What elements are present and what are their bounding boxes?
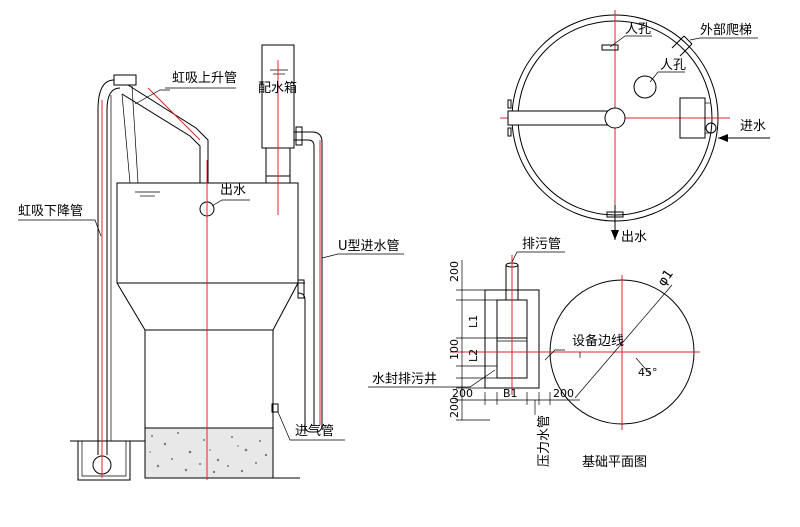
label-manhole-2: 人孔 [660,58,686,73]
dim-L2: L2 [467,349,480,362]
leader-manhole-1 [609,35,652,48]
dim-200-right: 200 [553,387,574,400]
svg-text:45°: 45° [638,366,658,379]
siphon-down-pipe [97,74,137,455]
elevation-view: 虹吸上升管 虹吸下降管 配水箱 出水 U型进水管 进气管 [18,44,404,481]
dim-200-top: 200 [448,261,461,282]
up-pipe-centerline [147,87,201,141]
horizontal-dimension [455,392,580,405]
siphon-pit [77,441,131,481]
label-outlet-top: 出水 [621,230,647,245]
leader-seal-well [368,369,496,388]
foundation-plan: 45° 200 L1 100 L2 [368,237,700,470]
u-inlet-pipe [294,126,323,433]
label-siphon-up: 虹吸上升管 [172,71,237,86]
dim-B1: B1 [503,387,518,400]
plan-ladder-ring [705,122,717,134]
label-equipment-edge: 设备边线 [572,333,624,349]
label-air-inlet: 进气管 [295,423,334,439]
siphon-up-pipe [121,84,209,184]
label-water-tank: 配水箱 [258,80,297,96]
plan-view: 人孔 人孔 外部爬梯 进水 出水 [500,10,770,245]
label-pressure-pipe: 压力水管 [537,415,552,467]
plan-top-manhole [601,44,619,51]
label-inlet: 进水 [740,119,766,134]
leader-equipment-edge [544,349,565,361]
label-siphon-down: 虹吸下降管 [18,204,83,219]
plan-outer-ladder [671,35,693,57]
dim-L1: L1 [467,315,480,328]
leader-sewage [511,251,565,263]
label-manhole-1: 人孔 [625,22,651,37]
vertical-dimension [456,260,497,421]
inlet-arrow [718,134,770,142]
label-seal-well: 水封排污井 [372,372,437,387]
label-foundation-plan: 基础平面图 [582,455,647,470]
label-u-inlet: U型进水管 [338,239,400,254]
leader-u-inlet [321,253,404,259]
diameter-line [574,284,673,399]
outlet-arrow [611,205,619,240]
leader-siphon-down [18,219,102,237]
leader-manhole-2 [649,71,685,83]
leader-outer-ladder [689,37,758,41]
plan-inlet-box [679,97,706,139]
leader-siphon-up [134,89,170,105]
label-phi: φ1 [655,267,677,289]
label-outer-ladder: 外部爬梯 [700,23,752,38]
tank-column [144,329,274,429]
dim-100: 100 [448,339,461,360]
leader-outlet [211,199,250,207]
foundation-block [144,427,274,479]
label-outlet: 出水 [220,183,246,198]
air-inlet-port [271,403,279,413]
plan-manhole [633,75,657,99]
label-sewage-pipe: 排污管 [522,237,561,252]
plan-horizontal-pipe [507,107,626,129]
leader-air-inlet [277,411,345,441]
dim-200-bottom: 200 [448,397,461,418]
dim-200-left: 200 [452,387,473,400]
